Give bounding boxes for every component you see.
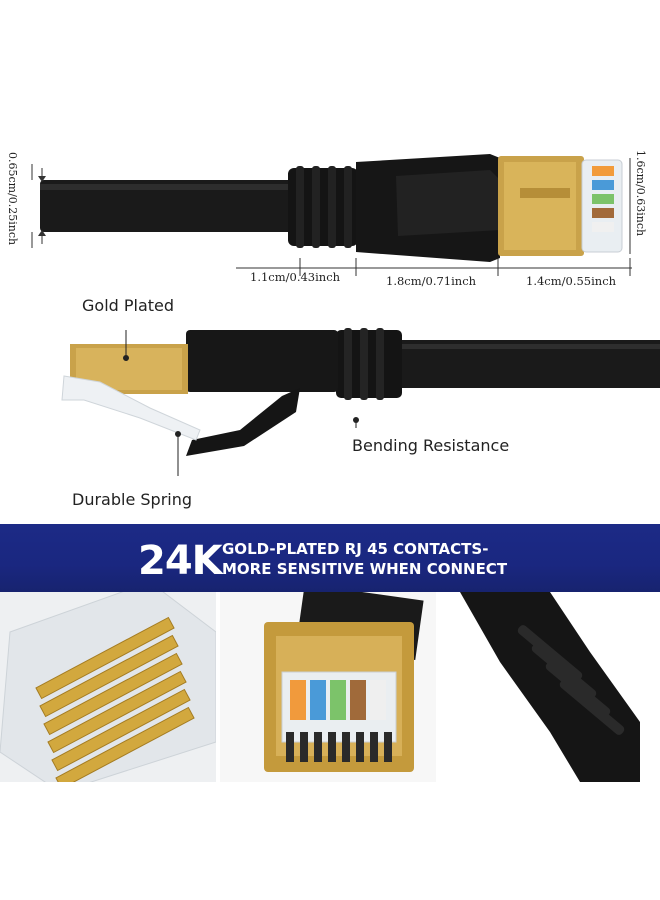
boot-ridges <box>288 166 358 248</box>
banner-line-1: GOLD-PLATED RJ 45 CONTACTS- <box>222 540 489 558</box>
dimension-diagram <box>31 154 632 276</box>
side-view-connector <box>61 328 660 476</box>
cable-top <box>40 180 300 232</box>
bottom-whitespace <box>0 782 660 900</box>
side-housing <box>186 330 338 392</box>
latch-clip <box>186 388 300 456</box>
connector-height-label: 1.6cm/0.63inch <box>634 150 647 237</box>
bending-resistance-label: Bending Resistance <box>352 436 510 455</box>
plug-length-label: 1.4cm/0.55inch <box>526 274 617 288</box>
side-boot-ridges <box>336 328 402 400</box>
cable-diameter-label: 0.65cm/0.25inch <box>6 152 19 246</box>
banner-line-2: MORE SENSITIVE WHEN CONNECT <box>222 560 508 578</box>
housing-length-label: 1.8cm/0.71inch <box>386 274 477 288</box>
gold-plated-label: Gold Plated <box>82 296 175 315</box>
banner-24k-text: 24K <box>138 538 223 584</box>
photo-gold-contacts <box>0 592 216 782</box>
photo-connector-front <box>220 592 436 782</box>
boot-length-label: 1.1cm/0.43inch <box>250 270 341 284</box>
promo-banner <box>0 524 660 592</box>
photo-boot-bend <box>440 592 660 782</box>
durable-spring-label: Durable Spring <box>72 490 193 509</box>
spring-tip <box>61 375 201 441</box>
